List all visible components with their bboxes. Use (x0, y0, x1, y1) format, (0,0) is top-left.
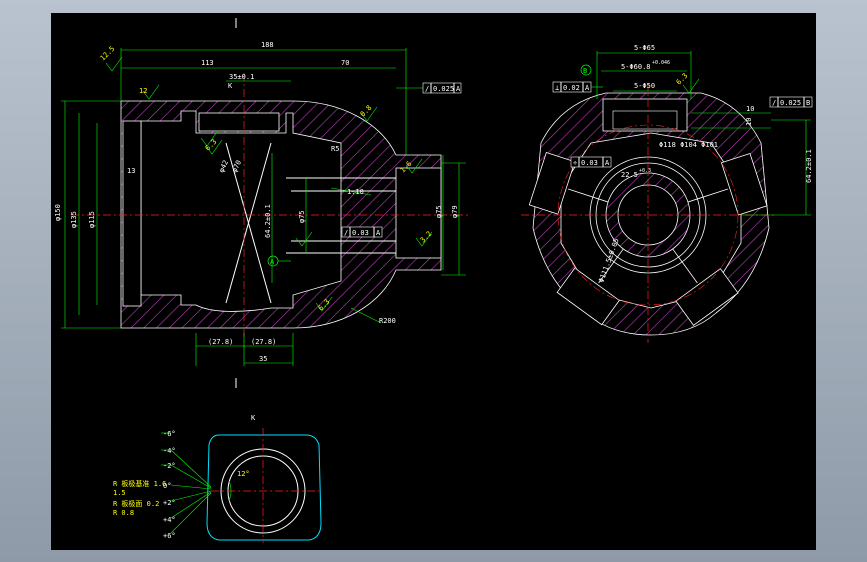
svg-text:-6°: -6° (163, 430, 176, 438)
front-fcf-1: / 0.025 A (396, 82, 462, 94)
svg-text:/: / (425, 85, 429, 93)
dim-d75b: φ75 (435, 205, 443, 218)
front-right-bore (395, 167, 442, 259)
end-dim-top2: 5-Φ60.8 (621, 63, 651, 71)
svg-text:0.025: 0.025 (433, 85, 454, 93)
svg-text:0.03: 0.03 (581, 159, 598, 167)
dim-r5: R5 (331, 145, 339, 153)
datum-a-symbol: A (267, 255, 291, 267)
svg-text:0°: 0° (163, 482, 171, 490)
dim-d75a: φ75 (298, 210, 306, 223)
svg-text:A: A (456, 85, 461, 93)
front-fcf-2: / 0.03 A (341, 226, 383, 238)
dim-tol-top: 35±0.1 (229, 73, 254, 81)
svg-text:B: B (806, 99, 810, 107)
svg-text:R 板极面 0.2: R 板极面 0.2 (113, 499, 159, 508)
dim-d115: φ115 (88, 211, 96, 228)
datum-b-label: B (583, 67, 587, 75)
front-flange (122, 120, 142, 307)
svg-text:0.025: 0.025 (780, 99, 801, 107)
end-fcf-2: / 0.025 B (769, 96, 813, 108)
svg-text:÷: ÷ (573, 159, 577, 167)
svg-text:+6°: +6° (163, 532, 176, 540)
end-dim-top2-sup: +0.046 (652, 60, 670, 66)
end-dim-mid1: Φ118 Φ104 Φ101 (659, 141, 718, 149)
dim-bottom-2: (27.8) (251, 338, 276, 346)
end-view: 5-Φ65 5-Φ60.8 +0.046 5-Φ50 B 10 10 64.2±… (521, 44, 813, 343)
end-dim-mid2: 22.5 (621, 171, 638, 179)
front-k-mark: K (228, 82, 233, 90)
end-dim-64: 64.2±0.1 (805, 149, 813, 183)
front-dimensions: 188 113 70 35±0.1 K φ150 φ135 φ115 φ75 φ… (54, 41, 466, 366)
detail-notes: R 板极基准 1.6 1.5 R 板极面 0.2 R 0.8 (113, 479, 166, 517)
svg-text:A: A (270, 258, 275, 266)
dim-left-length: 113 (201, 59, 214, 67)
dim-d135: φ135 (70, 211, 78, 228)
detail-view-k: K 12° -6° -4° -2° 0° +2° +4° +6° R 板极基准 (113, 414, 322, 543)
dim-13: 13 (127, 167, 135, 175)
front-cavity (140, 110, 342, 312)
end-fcf-1: ⊥ 0.02 A (552, 81, 603, 93)
svg-text:+4°: +4° (163, 516, 176, 524)
svg-text:0.03: 0.03 (352, 229, 369, 237)
detail-angle-arc (228, 480, 232, 502)
end-dim-10a: 10 (746, 105, 754, 113)
svg-text:A: A (605, 159, 610, 167)
cad-drawing: 188 113 70 35±0.1 K φ150 φ135 φ115 φ75 φ… (54, 18, 813, 543)
detail-outer-contour (206, 434, 322, 541)
front-slot (198, 112, 280, 132)
svg-text:-4°: -4° (163, 447, 176, 455)
end-dim-10b: 10 (745, 118, 753, 126)
end-top-slot (612, 110, 678, 130)
end-dim-mid2-sup: +0.3 (639, 168, 651, 174)
front-cross-line-2 (225, 142, 272, 304)
detail-k-mark: K (251, 414, 256, 422)
svg-text:+2°: +2° (163, 499, 176, 507)
svg-text:-2°: -2° (163, 462, 176, 470)
svg-text:A: A (585, 84, 590, 92)
dim-d150: φ150 (54, 204, 62, 221)
svg-text:1.5: 1.5 (113, 489, 126, 497)
end-dim-top1: 5-Φ65 (634, 44, 655, 52)
end-radial-slots (528, 152, 768, 326)
drawing-canvas: 188 113 70 35±0.1 K φ150 φ135 φ115 φ75 φ… (51, 13, 816, 550)
svg-text:12.5: 12.5 (99, 45, 117, 63)
svg-text:⊥: ⊥ (555, 84, 559, 92)
end-pitch-circle (557, 124, 739, 306)
dim-d79: φ79 (451, 205, 459, 218)
front-section-view: 188 113 70 35±0.1 K φ150 φ135 φ115 φ75 φ… (54, 18, 471, 388)
svg-text:6.3: 6.3 (675, 72, 690, 87)
dim-right-length: 70 (341, 59, 349, 67)
dim-r200: R200 (379, 317, 396, 325)
detail-angle: 12° (237, 470, 250, 478)
detail-angle-ticks: -6° -4° -2° 0° +2° +4° +6° (161, 430, 212, 540)
svg-text:A: A (376, 229, 381, 237)
dim-bottom-3: 35 (259, 355, 267, 363)
svg-text:/: / (772, 99, 776, 107)
dim-n64: 64.2±0.1 (264, 204, 272, 238)
svg-text:/: / (344, 229, 348, 237)
svg-text:0.02: 0.02 (563, 84, 580, 92)
dim-taper-1-10: 1:10 (347, 188, 364, 196)
end-dim-top3: 5-Φ50 (634, 82, 655, 90)
datum-b-symbol (580, 64, 592, 76)
end-fcf-3: ÷ 0.03 A (570, 156, 612, 168)
svg-text:0.8: 0.8 (359, 104, 374, 119)
svg-text:12: 12 (139, 87, 147, 95)
svg-text:R 板极基准 1.6: R 板极基准 1.6 (113, 479, 166, 488)
dim-bottom-1: (27.8) (208, 338, 233, 346)
dim-overall-length: 188 (261, 41, 274, 49)
svg-text:R 0.8: R 0.8 (113, 509, 134, 517)
